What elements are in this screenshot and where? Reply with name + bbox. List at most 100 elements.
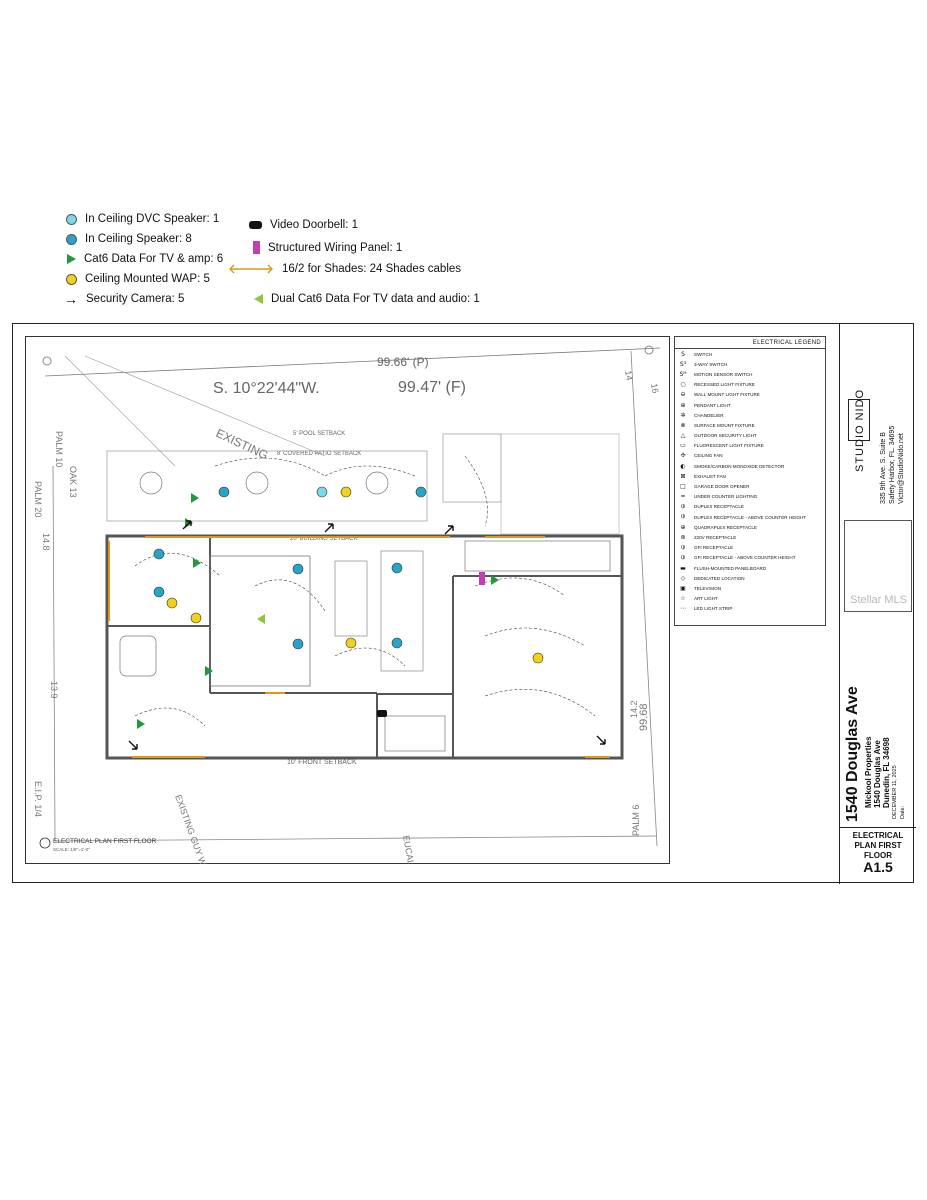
speaker-marker	[292, 638, 304, 650]
electrical-legend-item: Sᴹ MOTION SENSOR SWITCH	[675, 369, 825, 379]
legend-symbol-icon: S	[681, 350, 685, 358]
client-name: Mickool Properties	[864, 736, 873, 808]
legend-item-label: SURFACE MOUNT FIXTURE	[694, 422, 755, 428]
legend-symbol-icon: ⊗	[680, 421, 686, 429]
electrical-legend-item: △OUTDOOR SECURITY LIGHT	[675, 431, 825, 441]
date-label: Date:	[900, 805, 906, 819]
camera-marker	[444, 525, 454, 535]
floor-plan: S. 10°22'44"W. 99.66' (P) 99.47' (F) 5' …	[25, 336, 670, 864]
electrical-legend-item: ⦶ DUPLEX RECEPTACLE	[675, 502, 825, 512]
legend-symbol-icon: ⊠	[680, 472, 686, 480]
legend-item-label: DUPLEX RECEPTACLE - ABOVE COUNTER HEIGHT	[694, 514, 807, 520]
pool-setback-label: 5' POOL SETBACK	[293, 431, 345, 437]
speaker-marker	[153, 548, 165, 560]
wap-icon	[66, 273, 77, 285]
speaker-marker	[292, 563, 304, 575]
legend-dual-cat6-label: Dual Cat6 Data For TV data and audio: 1	[271, 293, 480, 305]
camera-marker	[128, 740, 138, 750]
legend-speaker-label: In Ceiling Speaker: 8	[85, 233, 192, 245]
legend-cat6-tv-label: Cat6 Data For TV & amp: 6	[84, 253, 224, 265]
legend-item-label: CHANDELIER	[694, 412, 724, 418]
sheet-number: A1.5	[863, 859, 893, 875]
speaker-marker	[218, 486, 230, 498]
legend-item-label: GFI RECEPTACLE - ABOVE COUNTER HEIGHT	[694, 555, 796, 561]
legend-symbol-icon: ◇	[680, 574, 686, 582]
electrical-legend-title: ELECTRICAL LEGEND	[675, 337, 825, 349]
electrical-legend-item: ⋯ LED LIGHT STRIP	[675, 604, 825, 614]
legend-item-label: DEDICATED LOCATION	[694, 575, 745, 581]
project-street: 1540 Douglas Ave	[873, 740, 882, 808]
legend-item-label: EXHAUST FAN	[694, 473, 726, 479]
wiring-panel-icon	[253, 241, 260, 254]
wap-marker	[190, 612, 202, 624]
electrical-legend-item: ⦶ DUPLEX RECEPTACLE - ABOVE COUNTER HEIGH…	[675, 512, 825, 522]
electrical-legend-item: ⦶ GFI RECEPTACLE - ABOVE COUNTER HEIGHT	[675, 553, 825, 563]
electrical-legend-item: ✲CHANDELIER	[675, 410, 825, 420]
dvc-speaker-marker	[316, 486, 328, 498]
legend-item-label: UNDER COUNTER LIGHTING	[694, 494, 758, 500]
electrical-legend-item: ▭FLUORESCENT LIGHT FIXTURE	[675, 441, 825, 451]
electrical-legend-item: ▬FLUSH-MOUNTED PANELBOARD	[675, 563, 825, 573]
building-setback-label: 20' BUILDING SETBACK	[290, 536, 358, 542]
project-title: 1540 Douglas Ave	[844, 686, 861, 822]
shades-cable-icon	[229, 264, 273, 274]
legend-item-label: GARAGE DOOR OPENER	[694, 484, 750, 490]
wap-marker	[340, 486, 352, 498]
electrical-legend-item: ━UNDER COUNTER LIGHTING	[675, 492, 825, 502]
drawing-sheet: S. 10°22'44"W. 99.66' (P) 99.47' (F) 5' …	[12, 323, 916, 884]
legend-symbol-icon: ⦶	[680, 553, 686, 561]
electrical-legend-item: ⊕QUADRAPLEX RECEPTACLE	[675, 522, 825, 532]
legend-speaker: In Ceiling Speaker: 8	[66, 233, 192, 245]
studio-name: STUDIO NIDO	[854, 388, 866, 472]
legend-symbol-icon: ○	[680, 381, 686, 389]
legend-camera-label: Security Camera: 5	[86, 293, 185, 305]
existing-label: EXISTING	[214, 426, 271, 462]
legend-shades: 16/2 for Shades: 24 Shades cables	[228, 263, 461, 275]
studio-address2: Safety Harbor, FL. 34695	[889, 425, 896, 504]
distance-f-label: 99.47' (F)	[398, 379, 466, 396]
speaker-marker	[391, 562, 403, 574]
legend-item-label: PENDANT LIGHT	[694, 402, 731, 408]
legend-symbol-icon: ⦶	[680, 543, 686, 551]
legend-item-label: QUADRAPLEX RECEPTACLE	[694, 524, 757, 530]
legend-dvc-speaker-label: In Ceiling DVC Speaker: 1	[85, 213, 220, 225]
legend-wap: Ceiling Mounted WAP: 5	[66, 273, 210, 285]
wap-marker	[166, 597, 178, 609]
legend-item-label: 220V RECEPTACLE	[694, 534, 737, 540]
revisions-table	[844, 520, 912, 612]
eucalyptus-label: EUCALYPTUS	[401, 835, 421, 864]
legend-item-label: FLUSH-MOUNTED PANELBOARD	[694, 565, 767, 571]
dim-16-label: 16	[649, 383, 661, 395]
legend-symbol-icon: ⋯	[680, 605, 686, 613]
legend-doorbell: Video Doorbell: 1	[249, 219, 358, 231]
legend-item-label: MOTION SENSOR SWITCH	[694, 371, 753, 377]
electrical-legend-item: ⊠ EXHAUST FAN	[675, 471, 825, 481]
wiring-panel-marker	[479, 572, 485, 585]
legend-item-label: DUPLEX RECEPTACLE	[694, 504, 744, 510]
cat6-triangle-icon	[67, 254, 76, 264]
legend-symbol-icon: ⦶	[680, 513, 686, 521]
dim-14-8-label: 14.8	[41, 533, 51, 551]
electrical-legend-item: ✣CEILING FAN	[675, 451, 825, 461]
legend-item-label: TELEVISION	[694, 585, 722, 591]
legend-item-label: LED LIGHT STRIP	[694, 606, 733, 612]
studio-address1: 335 9th Ave. S. Suite B	[880, 432, 887, 504]
electrical-legend-item: ☆ART LIGHT	[675, 594, 825, 604]
project-date: DECEMBER 11, 2025	[892, 765, 898, 819]
speaker-icon	[66, 233, 77, 245]
palm-6-label: PALM 6	[631, 805, 641, 836]
electrical-legend-item: ⊗ SURFACE MOUNT FIXTURE	[675, 420, 825, 430]
plan-scale: SCALE: 1/8"=1'-0"	[53, 847, 90, 852]
covered-patio-label: 8' COVERED PATIO SETBACK	[277, 451, 361, 457]
legend-item-label: RECESSED LIGHT FIXTURE	[694, 382, 755, 388]
legend-symbol-icon: Sᴹ	[679, 370, 687, 378]
electrical-legend-item: ⊛220V RECEPTACLE	[675, 532, 825, 542]
camera-arrow-icon: →	[64, 291, 78, 307]
wap-marker	[345, 637, 357, 649]
legend-cat6-tv: Cat6 Data For TV & amp: 6	[67, 253, 223, 265]
legend-item-label: FLUORESCENT LIGHT FIXTURE	[694, 443, 764, 449]
legend-symbol-icon: ⦶	[680, 502, 686, 510]
dim-99-68-label: 99.68	[638, 703, 650, 731]
wap-marker	[532, 652, 544, 664]
